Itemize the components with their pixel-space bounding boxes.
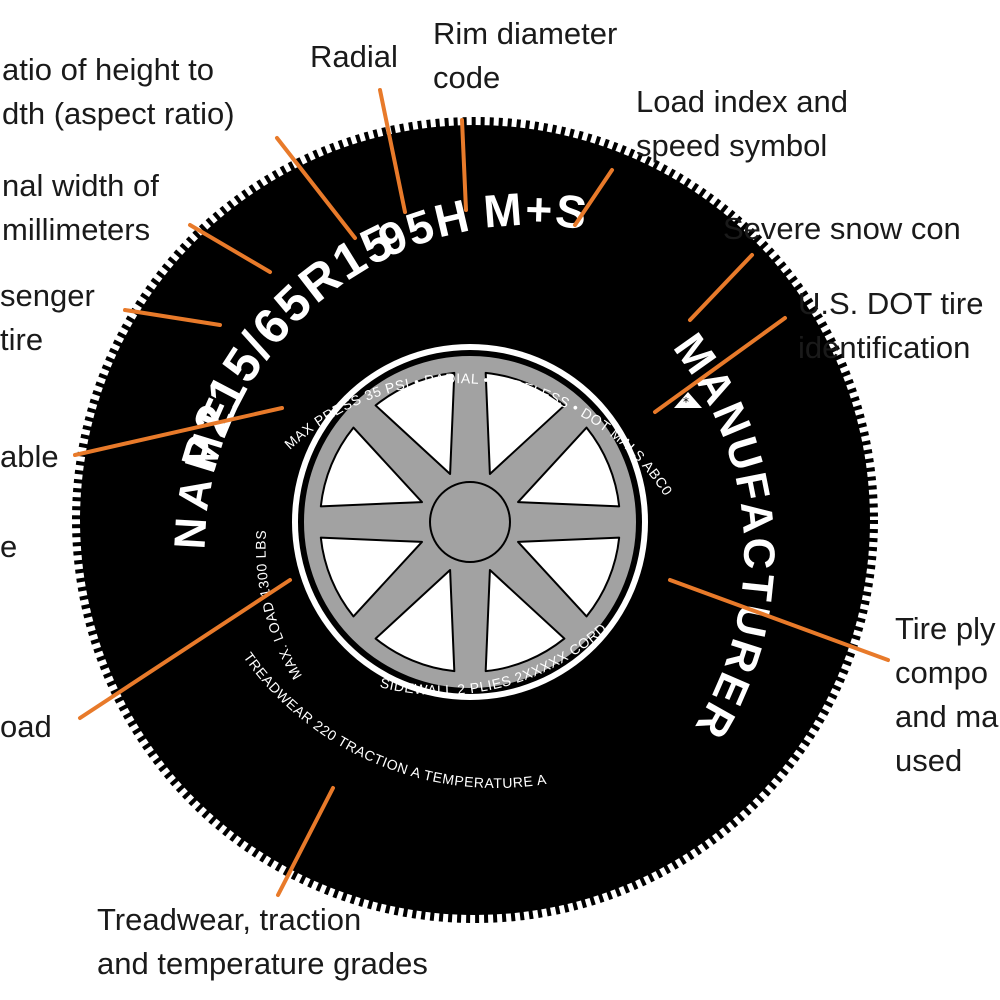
wheel-window bbox=[517, 426, 621, 508]
grades-leader bbox=[276, 786, 335, 897]
wheel-spokes bbox=[319, 371, 621, 673]
severe-snow-label: Severe snow con bbox=[723, 211, 961, 246]
ply-leader bbox=[668, 578, 890, 662]
dot-leader bbox=[653, 316, 787, 414]
wheel-hub bbox=[429, 481, 511, 563]
radial-label: Radial bbox=[310, 39, 398, 74]
wheel-window bbox=[319, 536, 423, 618]
snow-leader bbox=[688, 253, 754, 322]
wheel-window bbox=[484, 569, 566, 673]
applicable-leader bbox=[73, 406, 284, 457]
snowflake-mountain-icon: * bbox=[674, 392, 702, 409]
radial-leader bbox=[378, 88, 407, 214]
nominal-width-leader bbox=[188, 223, 272, 274]
wheel-window bbox=[374, 371, 456, 475]
rim-diameter-leader bbox=[460, 118, 468, 212]
load-leader bbox=[78, 578, 292, 720]
svg-text:*: * bbox=[683, 395, 689, 409]
wheel-window bbox=[374, 569, 456, 673]
wheel-window bbox=[484, 371, 566, 475]
aspect-ratio-leader bbox=[275, 136, 357, 240]
applicable-label: able bbox=[0, 439, 59, 474]
e-fragment-label: e bbox=[0, 529, 18, 564]
load-speed-leader bbox=[573, 168, 614, 227]
ms-text: M+S bbox=[481, 183, 591, 240]
wheel-window bbox=[517, 536, 621, 618]
wheel-window bbox=[319, 426, 423, 508]
load-label: oad bbox=[0, 709, 52, 744]
tread-edge bbox=[72, 117, 878, 923]
passenger-leader bbox=[123, 308, 222, 327]
